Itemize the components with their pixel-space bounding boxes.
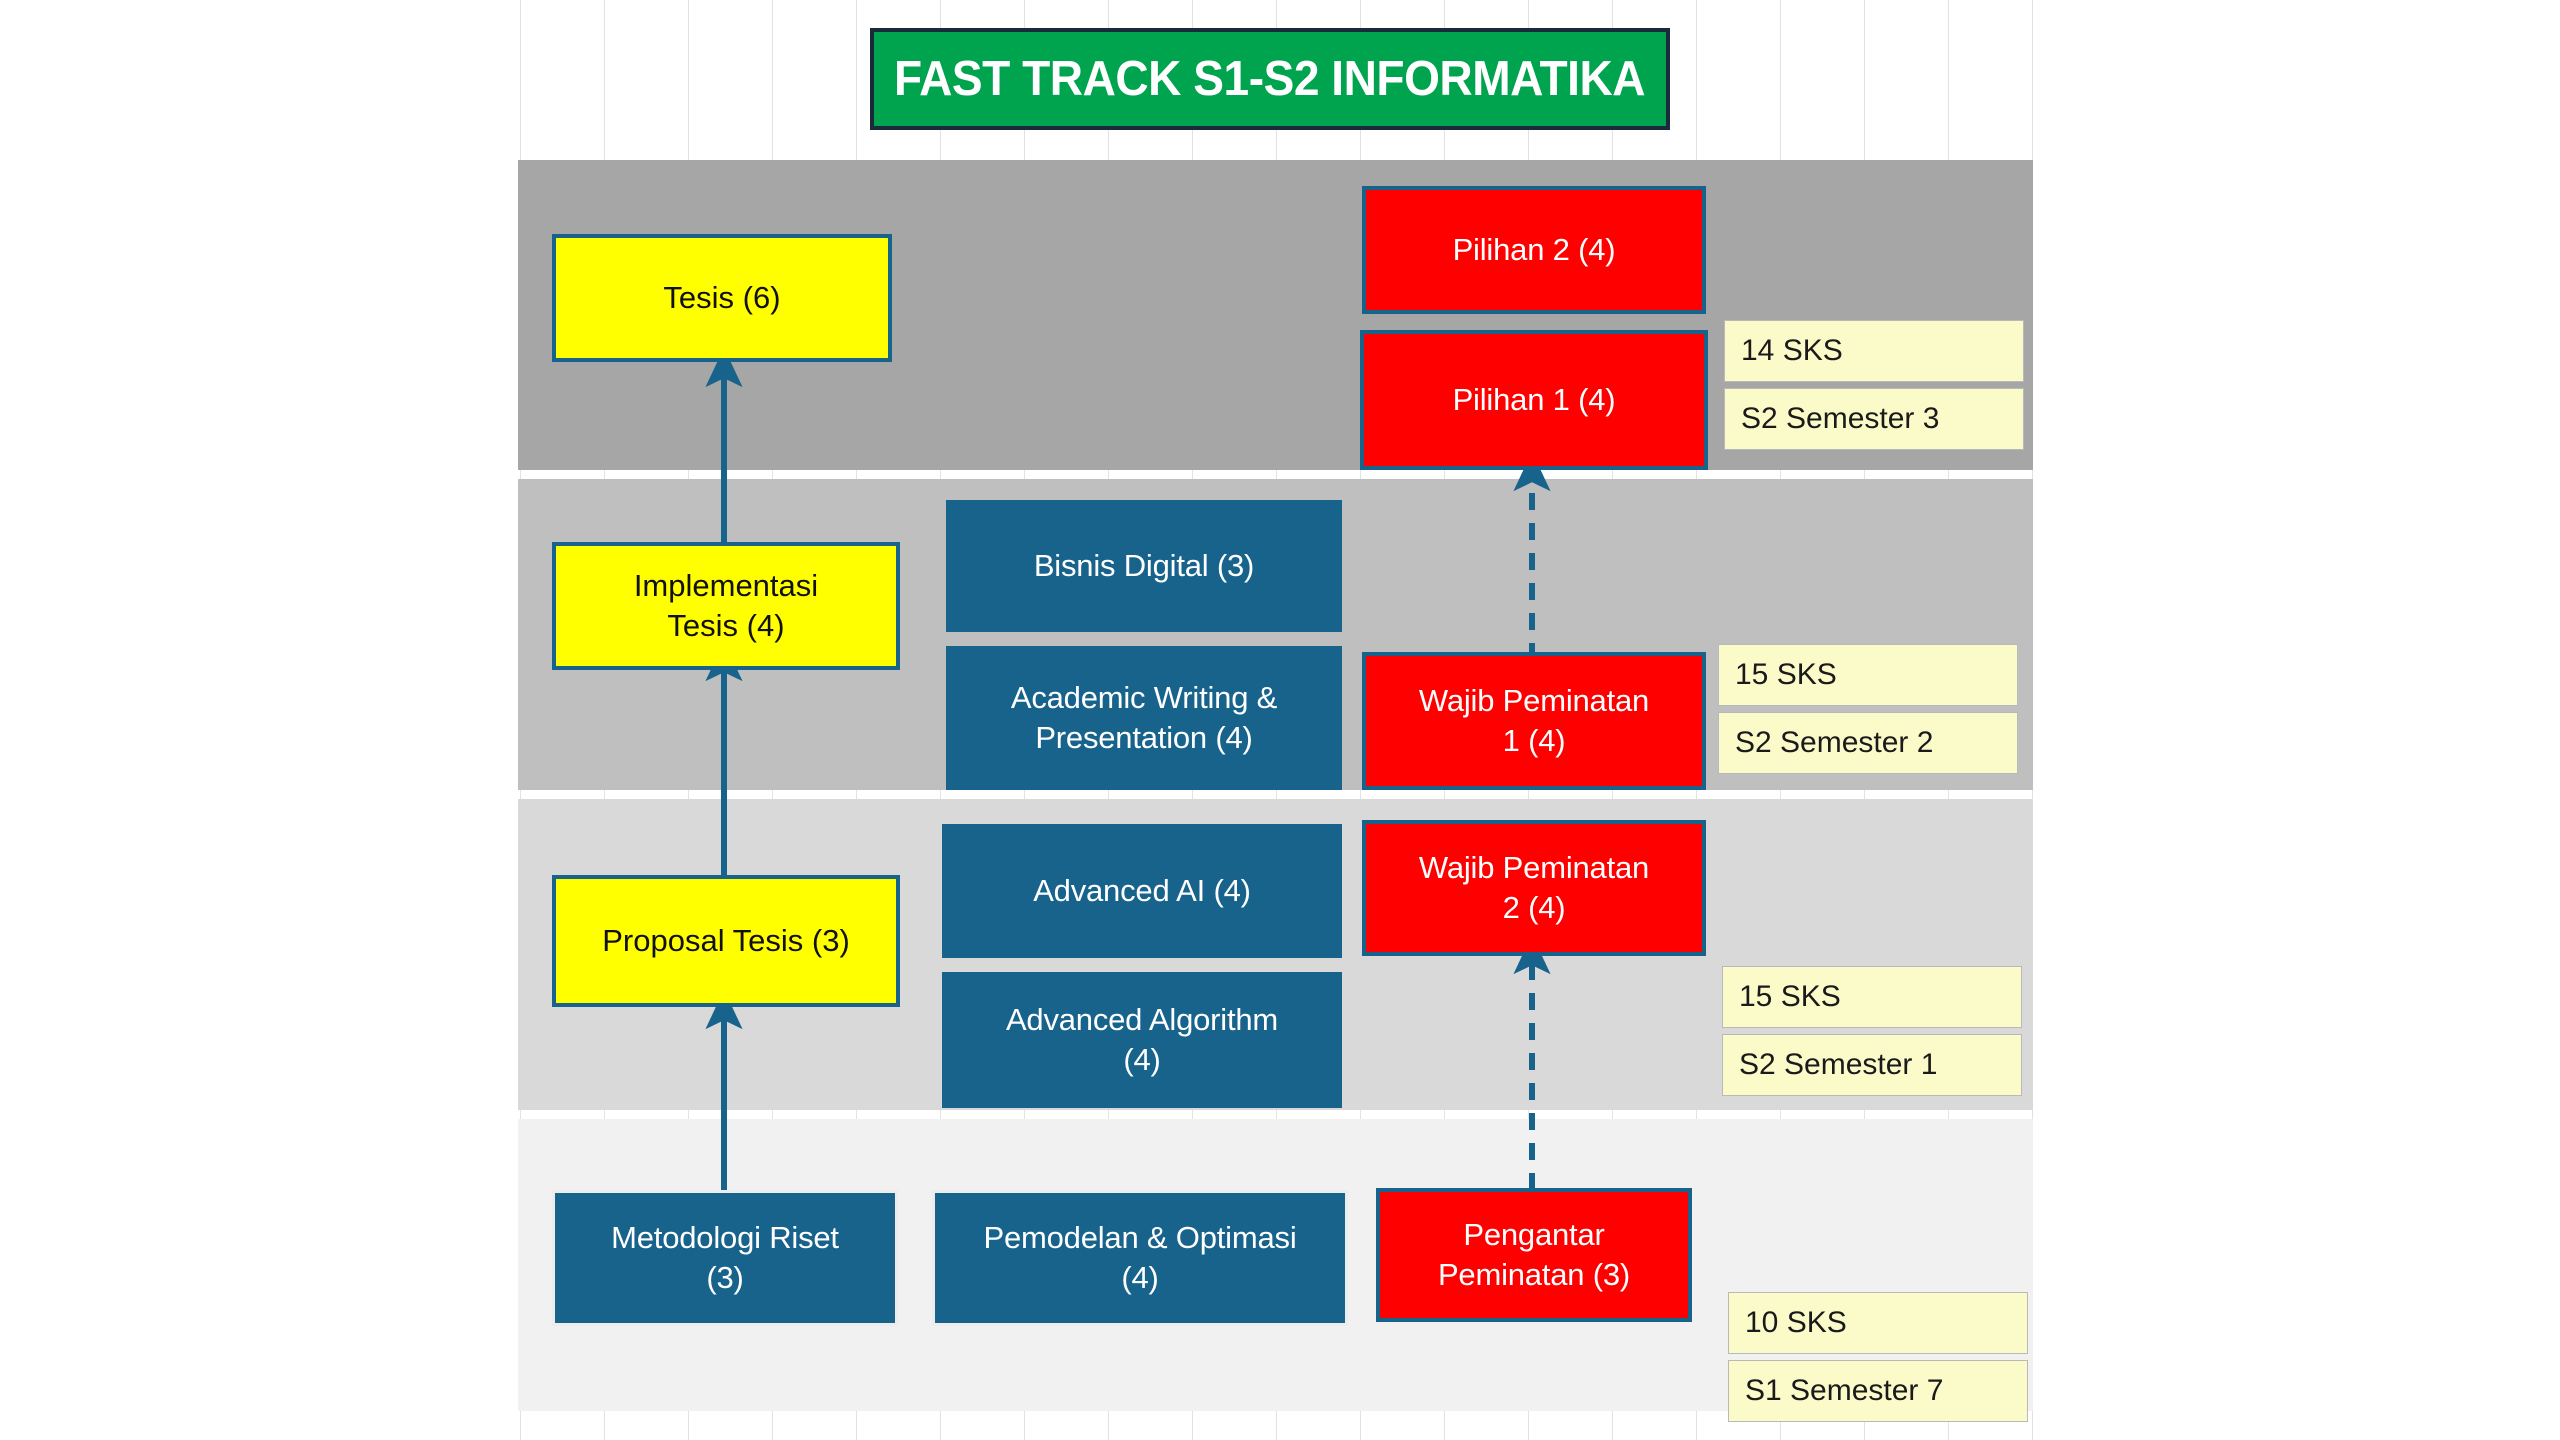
tag-semester-s2-semester-1: S2 Semester 1: [1722, 1034, 2022, 1096]
course-label: Bisnis Digital (3): [1033, 548, 1255, 584]
course-label: Academic Writing & Presentation (4): [1010, 680, 1278, 755]
tag-sks-s2-semester-1: 15 SKS: [1722, 966, 2022, 1028]
course-label: Wajib Peminatan 1 (4): [1418, 683, 1650, 758]
course-box-wajib-peminatan-2[interactable]: Wajib Peminatan 2 (4): [1362, 820, 1706, 956]
course-box-pilihan-2[interactable]: Pilihan 2 (4): [1362, 186, 1706, 314]
course-box-pemodelan-optimasi[interactable]: Pemodelan & Optimasi (4): [932, 1190, 1348, 1326]
course-label: Wajib Peminatan 2 (4): [1418, 850, 1650, 925]
course-label: Pengantar Peminatan (3): [1437, 1217, 1631, 1292]
tag-label: S1 Semester 7: [1745, 1374, 1944, 1407]
course-label: Advanced Algorithm (4): [1005, 1002, 1279, 1077]
tag-semester-s1-semester-7: S1 Semester 7: [1728, 1360, 2028, 1422]
tag-label: 10 SKS: [1745, 1306, 1847, 1339]
tag-sks-s2-semester-2: 15 SKS: [1718, 644, 2018, 706]
tag-label: S2 Semester 3: [1741, 402, 1940, 435]
course-label: Proposal Tesis (3): [602, 923, 850, 959]
course-box-metodologi-riset[interactable]: Metodologi Riset (3): [552, 1190, 898, 1326]
course-label: Pemodelan & Optimasi (4): [983, 1220, 1297, 1295]
course-box-pilihan-1[interactable]: Pilihan 1 (4): [1360, 330, 1708, 470]
tag-label: S2 Semester 1: [1739, 1048, 1938, 1081]
course-label: Advanced AI (4): [1033, 873, 1251, 909]
tag-label: 14 SKS: [1741, 334, 1843, 367]
course-box-advanced-algorithm[interactable]: Advanced Algorithm (4): [942, 972, 1342, 1108]
course-box-wajib-peminatan-1[interactable]: Wajib Peminatan 1 (4): [1362, 652, 1706, 790]
course-box-implementasi-tesis[interactable]: Implementasi Tesis (4): [552, 542, 900, 670]
course-box-bisnis-digital[interactable]: Bisnis Digital (3): [946, 500, 1342, 632]
page-title: FAST TRACK S1-S2 INFORMATIKA: [894, 52, 1646, 106]
tag-label: S2 Semester 2: [1735, 726, 1934, 759]
course-box-tesis[interactable]: Tesis (6): [552, 234, 892, 362]
course-box-academic-writing[interactable]: Academic Writing & Presentation (4): [946, 646, 1342, 790]
course-label: Implementasi Tesis (4): [633, 568, 819, 643]
tag-sks-s2-semester-3: 14 SKS: [1724, 320, 2024, 382]
course-label: Tesis (6): [663, 280, 781, 316]
tag-sks-s1-semester-7: 10 SKS: [1728, 1292, 2028, 1354]
course-label: Metodologi Riset (3): [611, 1220, 839, 1295]
course-box-advanced-ai[interactable]: Advanced AI (4): [942, 824, 1342, 958]
tag-label: 15 SKS: [1735, 658, 1837, 691]
tag-label: 15 SKS: [1739, 980, 1841, 1013]
course-label: Pilihan 2 (4): [1452, 232, 1616, 268]
course-box-pengantar-peminatan[interactable]: Pengantar Peminatan (3): [1376, 1188, 1692, 1322]
tag-semester-s2-semester-2: S2 Semester 2: [1718, 712, 2018, 774]
tag-semester-s2-semester-3: S2 Semester 3: [1724, 388, 2024, 450]
page-title-badge: FAST TRACK S1-S2 INFORMATIKA: [870, 28, 1670, 130]
course-label: Pilihan 1 (4): [1452, 382, 1616, 418]
course-box-proposal-tesis[interactable]: Proposal Tesis (3): [552, 875, 900, 1007]
